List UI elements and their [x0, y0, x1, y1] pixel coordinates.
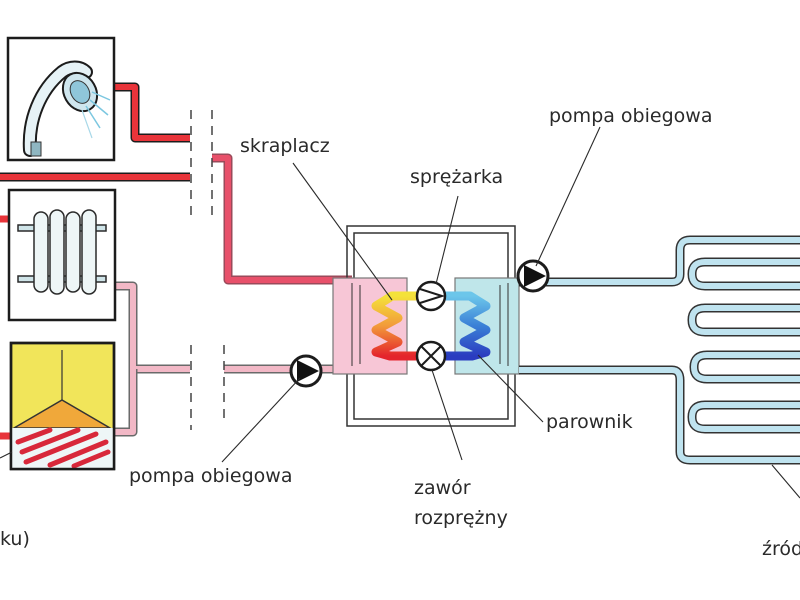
underfloor-heating-box: [9, 341, 116, 471]
label-evaporator: parownik: [546, 411, 633, 433]
heat-pump-unit: [332, 225, 520, 427]
hot-water-pipes: [0, 82, 352, 440]
label-heating-pump: pompa obiegowa: [129, 465, 292, 487]
heating-circulation-pump-icon: [289, 354, 323, 388]
condenser-coil: [371, 291, 423, 361]
ground-collector-loops: [687, 257, 800, 434]
label-compressor: sprężarka: [410, 166, 503, 188]
label-expansion-valve-1: zawór: [414, 477, 471, 499]
evaporator-coil: [439, 291, 491, 361]
label-floor-partial: ku): [0, 528, 30, 550]
pipe-break-markers: [190, 110, 225, 430]
source-pipes: [519, 235, 800, 465]
label-source-partial: źród: [762, 538, 800, 560]
compressor-icon: [415, 280, 447, 312]
radiator-box: [7, 188, 117, 322]
label-expansion-valve-2: rozprężny: [414, 507, 508, 529]
label-condenser: skraplacz: [240, 135, 330, 157]
shower-box: [6, 36, 116, 162]
shower-head-icon: [22, 60, 111, 157]
radiator-icon: [17, 209, 107, 295]
leader-lines: [0, 126, 800, 499]
label-source-pump: pompa obiegowa: [549, 105, 712, 127]
floor-heating-coils-icon: [15, 427, 111, 469]
expansion-valve-icon: [415, 340, 447, 372]
return-pipes: [114, 281, 352, 437]
source-circulation-pump-icon: [516, 259, 550, 293]
